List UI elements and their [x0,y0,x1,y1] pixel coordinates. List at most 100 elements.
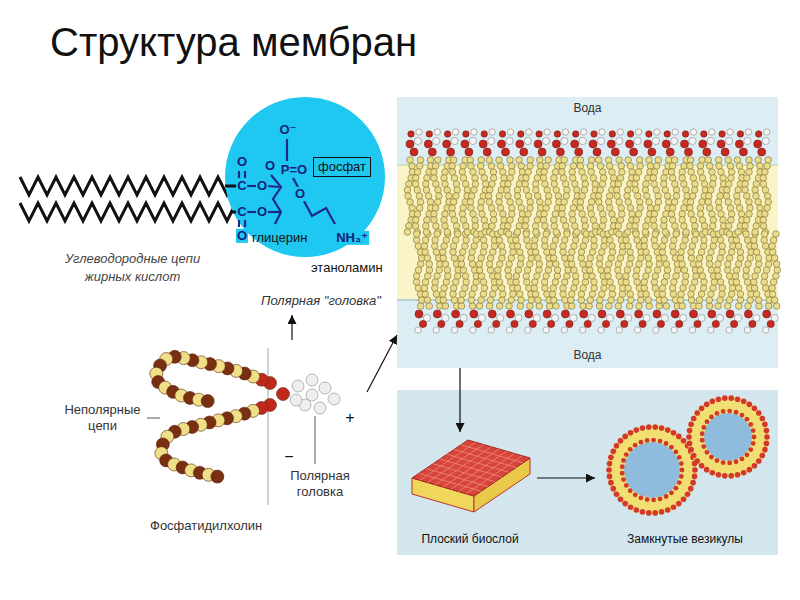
atom-bead [591,279,598,286]
atom-bead [648,148,656,156]
atom-bead [709,129,715,135]
atom-bead [409,205,416,212]
atom-bead [463,279,470,286]
atom-bead [745,303,752,310]
head-dot [688,486,694,492]
atom-bead [771,297,778,304]
atom-bead [498,140,506,148]
atom-bead [587,255,594,262]
atom-bead [579,211,586,218]
sheet-grid [466,456,522,494]
atom-bead [550,285,557,292]
atom-bead [443,279,450,286]
atom-bead [689,327,695,333]
atom-bead [561,199,568,206]
atom-bead [432,279,439,286]
atom-bead [646,261,653,268]
atom-bead [424,297,431,304]
atom-bead [737,255,744,262]
atom-bead [699,217,706,224]
atom-bead [714,267,721,274]
atom-bead [701,237,708,244]
atom-bead [433,310,441,318]
atom-bead [727,129,733,135]
atom-bead [404,187,411,194]
atom-bead [531,285,538,292]
atom-bead [770,279,777,286]
atom-bead [444,187,451,194]
atom-bead [499,255,506,262]
atom-bead [697,163,704,170]
atom-bead [681,267,688,274]
atom-bead [424,140,432,148]
atom-bead [705,199,712,206]
atom-bead [424,255,431,262]
node-label: Неполярные цепи [60,402,145,433]
atom-bead [608,297,615,304]
atom-bead [587,267,594,274]
atom-bead [508,297,515,304]
atom-bead [480,249,487,256]
atom-bead [715,273,722,280]
atom-bead [689,193,696,200]
atom-bead [424,175,431,182]
atom-bead [699,157,706,164]
bond-line [247,211,256,213]
atom-bead [460,163,467,170]
atom-bead [572,223,579,230]
atom-bead [575,148,583,156]
atom-bead [760,181,767,188]
atom-bead [525,169,532,176]
atom-bead [762,243,769,250]
atom-bead [767,320,774,327]
atom-bead [609,131,615,137]
bond-line [244,220,246,227]
atom-bead [471,285,478,292]
head-dot [607,461,613,467]
atom-bead [579,169,586,176]
atom-bead [670,291,677,298]
atom-bead [486,187,493,194]
atom-bead [528,255,535,262]
atom-bead [708,291,715,298]
atom-bead [412,223,419,230]
atom-bead [619,249,626,256]
atom-bead [488,205,495,212]
atom-bead [701,131,707,137]
bond-line [286,139,288,161]
atom-bead [671,157,678,164]
head-dot [764,441,770,447]
atom-bead [314,402,326,414]
atom-bead [690,217,697,224]
atom-bead [423,229,430,236]
head-dot [646,424,652,430]
atom-bead [724,303,731,310]
atom-bead [560,217,567,224]
head-dot [676,434,682,440]
atom-bead [518,255,525,262]
atom-bead [568,255,575,262]
atom-bead [577,163,584,170]
atom-bead [559,211,566,218]
atom-bead [413,279,420,286]
node-label: глицерин [252,230,308,246]
atom-bead [765,303,772,310]
atom-bead [412,181,419,188]
atom-bead [726,310,734,318]
atom-bead [452,310,460,318]
atom-bead [615,261,622,268]
atom-bead [711,237,718,244]
atom-bead [745,129,751,135]
atom-bead [725,199,732,206]
chain-link [230,211,236,214]
atom-bead [445,273,452,280]
bond-line [247,185,256,187]
atom-bead [516,199,523,206]
molecule-figure: Неполярные цепиПолярная головкаФосфатиди… [55,340,367,540]
atom-bead [501,175,508,182]
atom-bead [513,279,520,286]
atom-bead [569,169,576,176]
head-dot [694,458,700,464]
atom-bead [444,131,450,137]
